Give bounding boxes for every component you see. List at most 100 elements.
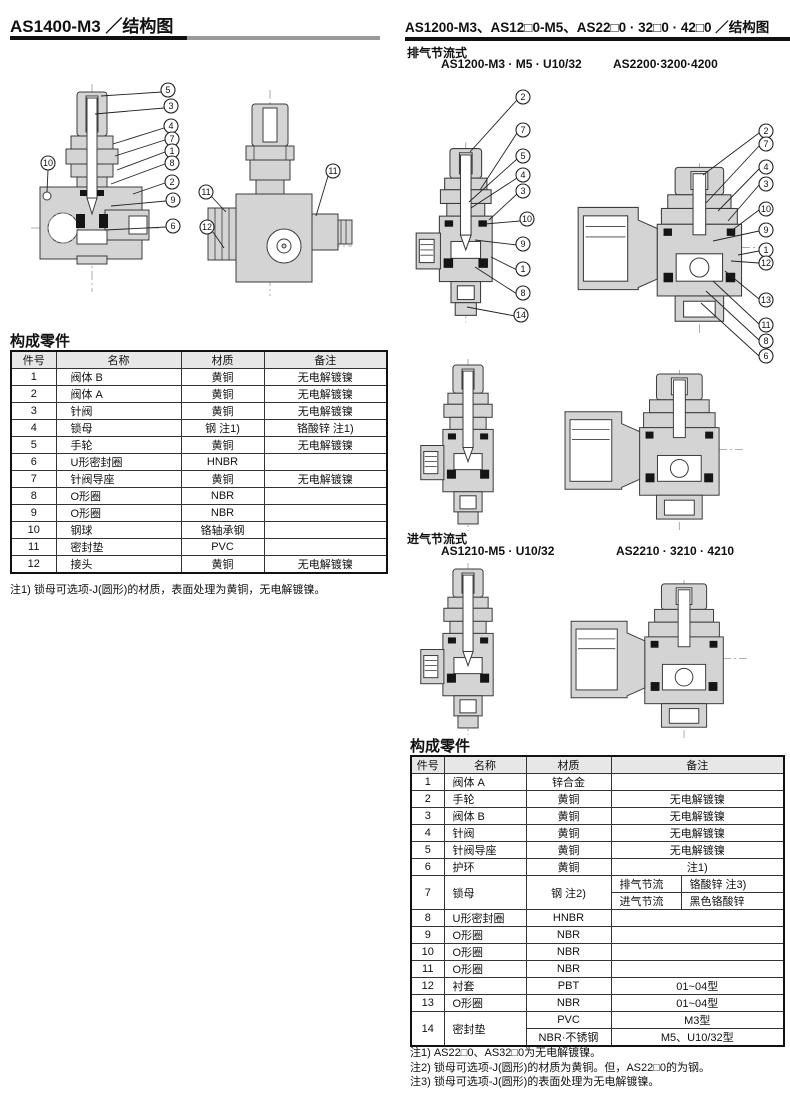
no-cell: 6: [10, 453, 57, 471]
mat-cell: 黄铜: [525, 824, 612, 842]
no-cell: 12: [410, 977, 445, 995]
rem-cell: 无电解镀镍: [263, 402, 388, 420]
figure-exhaust-large-state2: [564, 369, 744, 531]
right-parts-table-title: 构成零件: [410, 738, 471, 755]
no-cell: 10: [410, 943, 445, 961]
table-note-3: 注3) 锁母可选项-J(圆形)的表面处理为无电解镀镍。: [410, 1076, 660, 1088]
callout: 4: [717, 159, 774, 212]
name-cell: 针阀: [55, 402, 182, 420]
no-cell: 11: [410, 960, 445, 978]
callout: 9: [110, 192, 181, 208]
callout: 2: [132, 174, 180, 195]
mat-cell: NBR: [525, 926, 612, 944]
rem-cell: 无电解镀镍: [263, 470, 388, 488]
no-cell: 6: [410, 858, 445, 876]
callout-number: 11: [328, 166, 337, 176]
no-cell: 2: [10, 385, 57, 403]
col-header-material: 材质: [180, 350, 265, 369]
callout-number: 9: [763, 225, 768, 235]
callout-number: 12: [202, 222, 212, 232]
no-cell: 1: [10, 368, 57, 386]
callout-number: 4: [168, 121, 173, 131]
intake-model-large-label: AS2210 · 3210 · 4210: [616, 544, 735, 558]
mat-cell: HNBR: [180, 453, 265, 471]
left-table-note: 注1) 锁母可选项-J(圆形)的材质，表面处理为黄铜，无电解镀镍。: [10, 584, 326, 596]
right-title-underline: [405, 37, 790, 41]
callout-number: 9: [520, 239, 525, 249]
callout: 9: [474, 236, 531, 252]
rem-cell: [263, 504, 388, 522]
callout: 6: [700, 302, 774, 364]
no-cell: 11: [10, 538, 57, 556]
exhaust-model-large-label: AS2200·3200·4200: [613, 57, 718, 71]
name-cell: 手轮: [55, 436, 182, 454]
no-cell: 8: [410, 909, 445, 927]
mat-cell: PBT: [525, 977, 612, 995]
callout: 12: [730, 255, 774, 271]
name-cell: O形圈: [443, 994, 527, 1012]
table-note-1: 注1) AS22□0、AS32□0为无电解镀镍。: [410, 1047, 602, 1059]
name-cell: 针阀导座: [55, 470, 182, 488]
no-cell: 12: [10, 555, 57, 574]
table-row: 7 锁母 钢 注2) 排气节流 铬酸锌 注3): [410, 875, 785, 910]
callout-number: 5: [165, 85, 170, 95]
rem-cell: [263, 538, 388, 556]
intake-model-small-label: AS1210-M5 · U10/32: [441, 544, 555, 558]
no-cell: 2: [410, 790, 445, 808]
name-cell: 阀体 A: [55, 385, 182, 403]
callout-number: 2: [763, 126, 768, 136]
mat-cell: NBR: [180, 487, 265, 505]
no-cell: 9: [10, 504, 57, 522]
table-row: 14 密封垫 PVC M3型: [410, 1011, 785, 1047]
callout: 5: [468, 148, 531, 203]
callout-number: 12: [761, 258, 771, 268]
mat-cell: PVC: [180, 538, 265, 556]
rem-cell: M3型: [610, 1011, 785, 1029]
no-cell: 1: [410, 773, 445, 791]
callout-number: 10: [761, 204, 771, 214]
col-header-remark: 备注: [263, 350, 388, 369]
table-row: NBR·不锈钢 M5、U10/32型: [411, 1028, 785, 1047]
callout: 6: [104, 218, 181, 234]
callout-number: 6: [763, 351, 768, 361]
callout-number: 2: [169, 177, 174, 187]
name-cell: 钢球: [55, 521, 182, 539]
mat-cell: 黄铜: [525, 790, 612, 808]
name-cell: 针阀: [443, 824, 527, 842]
callout: 14: [466, 306, 529, 323]
mat-cell: 黄铜: [180, 555, 265, 574]
no-cell: 9: [410, 926, 445, 944]
mat-cell: HNBR: [525, 909, 612, 927]
callout-number: 8: [520, 288, 525, 298]
table-row: 进气节流 黑色铬酸锌: [411, 892, 785, 910]
callout: 3: [488, 183, 531, 221]
callout-number: 10: [522, 214, 532, 224]
rem-cell: 铬酸锌 注1): [263, 419, 388, 437]
name-cell: 接头: [55, 555, 182, 574]
mat-cell: 黄铜: [180, 436, 265, 454]
mat-cell: NBR: [525, 994, 612, 1012]
exhaust-model-small-label: AS1200-M3 · M5 · U10/32: [441, 57, 582, 71]
rem-cell: 01~04型: [610, 994, 785, 1012]
no-cell: 4: [10, 419, 57, 437]
callout: 8: [110, 155, 180, 185]
no-cell: 13: [410, 994, 445, 1012]
mat-cell: 黄铜: [525, 858, 612, 876]
col-header-name: 名称: [443, 755, 527, 774]
callout: 7: [479, 122, 531, 191]
name-cell: 密封垫: [55, 538, 182, 556]
callout: 10: [730, 201, 774, 232]
callout-number: 1: [763, 245, 768, 255]
name-cell: 护环: [443, 858, 527, 876]
mat-cell: 黄铜: [525, 807, 612, 825]
